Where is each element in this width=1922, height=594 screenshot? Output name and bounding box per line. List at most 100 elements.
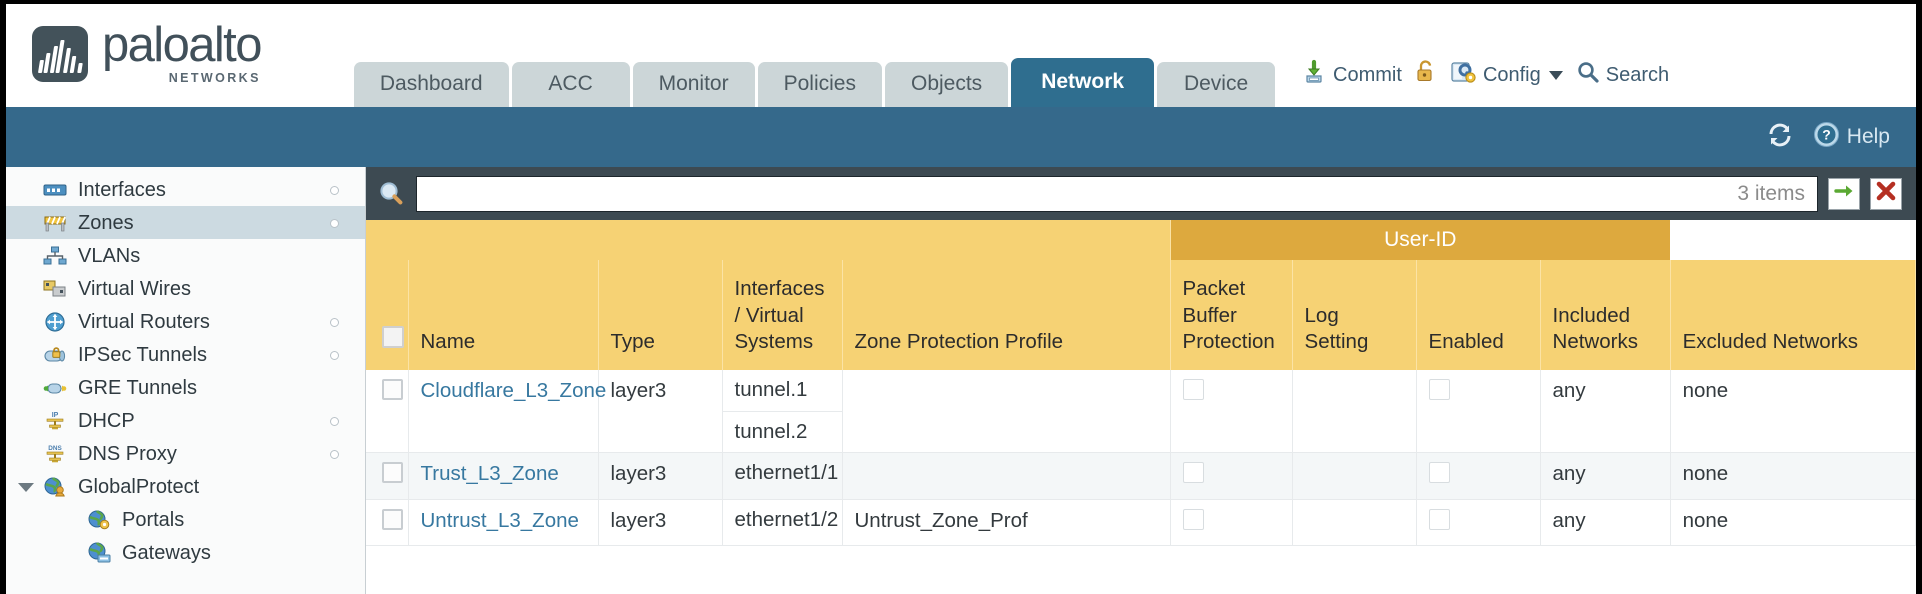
cell-packet-buffer-protection[interactable] (1170, 452, 1293, 500)
sidebar-status-dot (330, 449, 339, 459)
commit-button[interactable]: Commit (1301, 59, 1402, 91)
search-magnifier-icon (1576, 60, 1600, 90)
sidebar-item-interfaces[interactable]: Interfaces (6, 173, 365, 206)
sidebar-item-gateways[interactable]: Gateways (6, 536, 365, 569)
sidebar-status-dot (330, 350, 339, 360)
zones-table: User-ID Name Type Interfaces / Virtual S… (366, 220, 1916, 547)
sidebar-item-virtual-routers[interactable]: Virtual Routers (6, 305, 365, 338)
sidebar-item-vlans[interactable]: VLANs (6, 239, 365, 272)
row-checkbox[interactable] (382, 508, 403, 530)
user-id-enabled-checkbox[interactable] (1428, 508, 1450, 530)
sidebar-item-label: Interfaces (78, 178, 166, 201)
green-arrow-apply-icon (1833, 180, 1855, 207)
sidebar-item-zones[interactable]: Zones (6, 206, 365, 239)
refresh-icon[interactable] (1765, 121, 1795, 154)
cell-name[interactable]: Trust_L3_Zone (408, 452, 599, 500)
column-header-enabled[interactable]: Enabled (1416, 260, 1541, 370)
gre-tunnels-icon (42, 377, 68, 399)
tab-monitor[interactable]: Monitor (632, 61, 755, 107)
tab-objects[interactable]: Objects (884, 61, 1009, 107)
cell-name[interactable]: Untrust_L3_Zone (408, 499, 599, 547)
filter-search-input[interactable]: 3 items (416, 175, 1818, 212)
filter-bar: 3 items (366, 167, 1916, 220)
filter-search-icon[interactable] (378, 180, 406, 208)
sidebar-item-gre-tunnels[interactable]: GRE Tunnels (6, 371, 365, 404)
cell-included-networks: any (1540, 370, 1671, 454)
sidebar-item-label: IPSec Tunnels (78, 343, 207, 366)
sidebar-item-label: GlobalProtect (78, 475, 200, 498)
virtual-routers-icon (42, 311, 68, 333)
gateways-icon (86, 541, 112, 564)
help-label: Help (1846, 125, 1890, 148)
column-header-interfaces[interactable]: Interfaces / Virtual Systems (722, 260, 843, 370)
table-row[interactable]: Untrust_L3_Zone layer3 ethernet1/2 Untru… (366, 499, 1916, 547)
config-menu-button[interactable]: Config (1450, 59, 1563, 91)
packet-buffer-protection-checkbox[interactable] (1182, 462, 1204, 484)
tab-device[interactable]: Device (1157, 61, 1276, 107)
tab-dashboard[interactable]: Dashboard (353, 61, 509, 107)
cell-type: layer3 (598, 452, 723, 500)
column-header-log-setting[interactable]: Log Setting (1292, 260, 1417, 370)
svg-text:DNS: DNS (48, 445, 62, 452)
search-label: Search (1605, 63, 1670, 86)
lock-button[interactable] (1415, 59, 1437, 91)
sidebar-status-dot (330, 416, 339, 426)
zone-name-link[interactable]: Untrust_L3_Zone (420, 508, 579, 532)
select-all-header[interactable] (366, 260, 409, 370)
user-id-enabled-checkbox[interactable] (1428, 462, 1450, 484)
select-all-checkbox[interactable] (382, 326, 404, 349)
zone-name-link[interactable]: Cloudflare_L3_Zone (420, 379, 607, 402)
packet-buffer-protection-checkbox[interactable] (1182, 379, 1204, 400)
sidebar-item-dns-proxy[interactable]: DNS DNS Proxy (6, 437, 365, 470)
row-checkbox[interactable] (382, 379, 403, 400)
cell-type: layer3 (598, 499, 723, 547)
table-header-row: Name Type Interfaces / Virtual Systems Z… (366, 260, 1916, 370)
tab-acc[interactable]: ACC (511, 61, 630, 107)
brand-tagline: NETWORKS (168, 71, 261, 85)
cell-included-networks: any (1540, 499, 1671, 547)
network-sidebar: Interfaces Zones (6, 167, 366, 594)
sidebar-item-label: Gateways (122, 541, 211, 564)
user-id-enabled-checkbox[interactable] (1428, 379, 1450, 400)
row-select-cell[interactable] (366, 452, 409, 500)
tab-network[interactable]: Network (1011, 57, 1155, 107)
row-select-cell[interactable] (366, 499, 409, 547)
apply-filter-button[interactable] (1828, 177, 1860, 210)
column-header-type[interactable]: Type (598, 260, 723, 370)
expander-triangle-icon[interactable] (18, 482, 34, 492)
top-action-bar: Commit (1301, 59, 1669, 107)
sidebar-item-virtual-wires[interactable]: Virtual Wires (6, 272, 365, 305)
zone-name-link[interactable]: Trust_L3_Zone (420, 462, 559, 486)
cell-user-id-enabled[interactable] (1416, 499, 1541, 547)
tab-policies[interactable]: Policies (757, 61, 882, 107)
cell-zone-protection-profile (842, 452, 1171, 500)
search-button[interactable]: Search (1576, 60, 1669, 90)
clear-filter-button[interactable] (1870, 177, 1902, 210)
cell-user-id-enabled[interactable] (1416, 452, 1541, 500)
sidebar-item-portals[interactable]: Portals (6, 503, 365, 536)
cell-user-id-enabled[interactable] (1416, 370, 1541, 454)
config-wrench-icon (1450, 59, 1477, 91)
column-header-name[interactable]: Name (408, 260, 599, 370)
table-row[interactable]: Cloudflare_L3_Zone layer3 tunnel.1 tunne… (366, 370, 1916, 454)
ipsec-tunnels-icon (42, 344, 68, 366)
row-select-cell[interactable] (366, 370, 409, 454)
chevron-down-icon[interactable] (1548, 70, 1563, 80)
table-row[interactable]: Trust_L3_Zone layer3 ethernet1/1 (366, 452, 1916, 500)
sidebar-item-ipsec-tunnels[interactable]: IPSec Tunnels (6, 338, 365, 371)
column-header-included-networks[interactable]: Included Networks (1540, 260, 1671, 370)
column-header-packet-buffer-protection[interactable]: Packet Buffer Protection (1170, 260, 1293, 370)
column-header-zone-protection-profile[interactable]: Zone Protection Profile (842, 260, 1171, 370)
row-checkbox[interactable] (382, 462, 403, 484)
sidebar-item-globalprotect[interactable]: GlobalProtect (6, 470, 365, 503)
cell-name[interactable]: Cloudflare_L3_Zone (408, 370, 606, 454)
cell-packet-buffer-protection[interactable] (1170, 370, 1293, 454)
sidebar-status-dot (330, 317, 339, 327)
column-header-excluded-networks[interactable]: Excluded Networks (1670, 260, 1916, 370)
padlock-icon (1415, 59, 1437, 91)
help-button[interactable]: ? Help (1813, 121, 1890, 154)
sidebar-item-dhcp[interactable]: IP DHCP (6, 404, 365, 437)
red-x-clear-icon (1875, 180, 1897, 207)
packet-buffer-protection-checkbox[interactable] (1182, 508, 1204, 530)
cell-packet-buffer-protection[interactable] (1170, 499, 1293, 547)
